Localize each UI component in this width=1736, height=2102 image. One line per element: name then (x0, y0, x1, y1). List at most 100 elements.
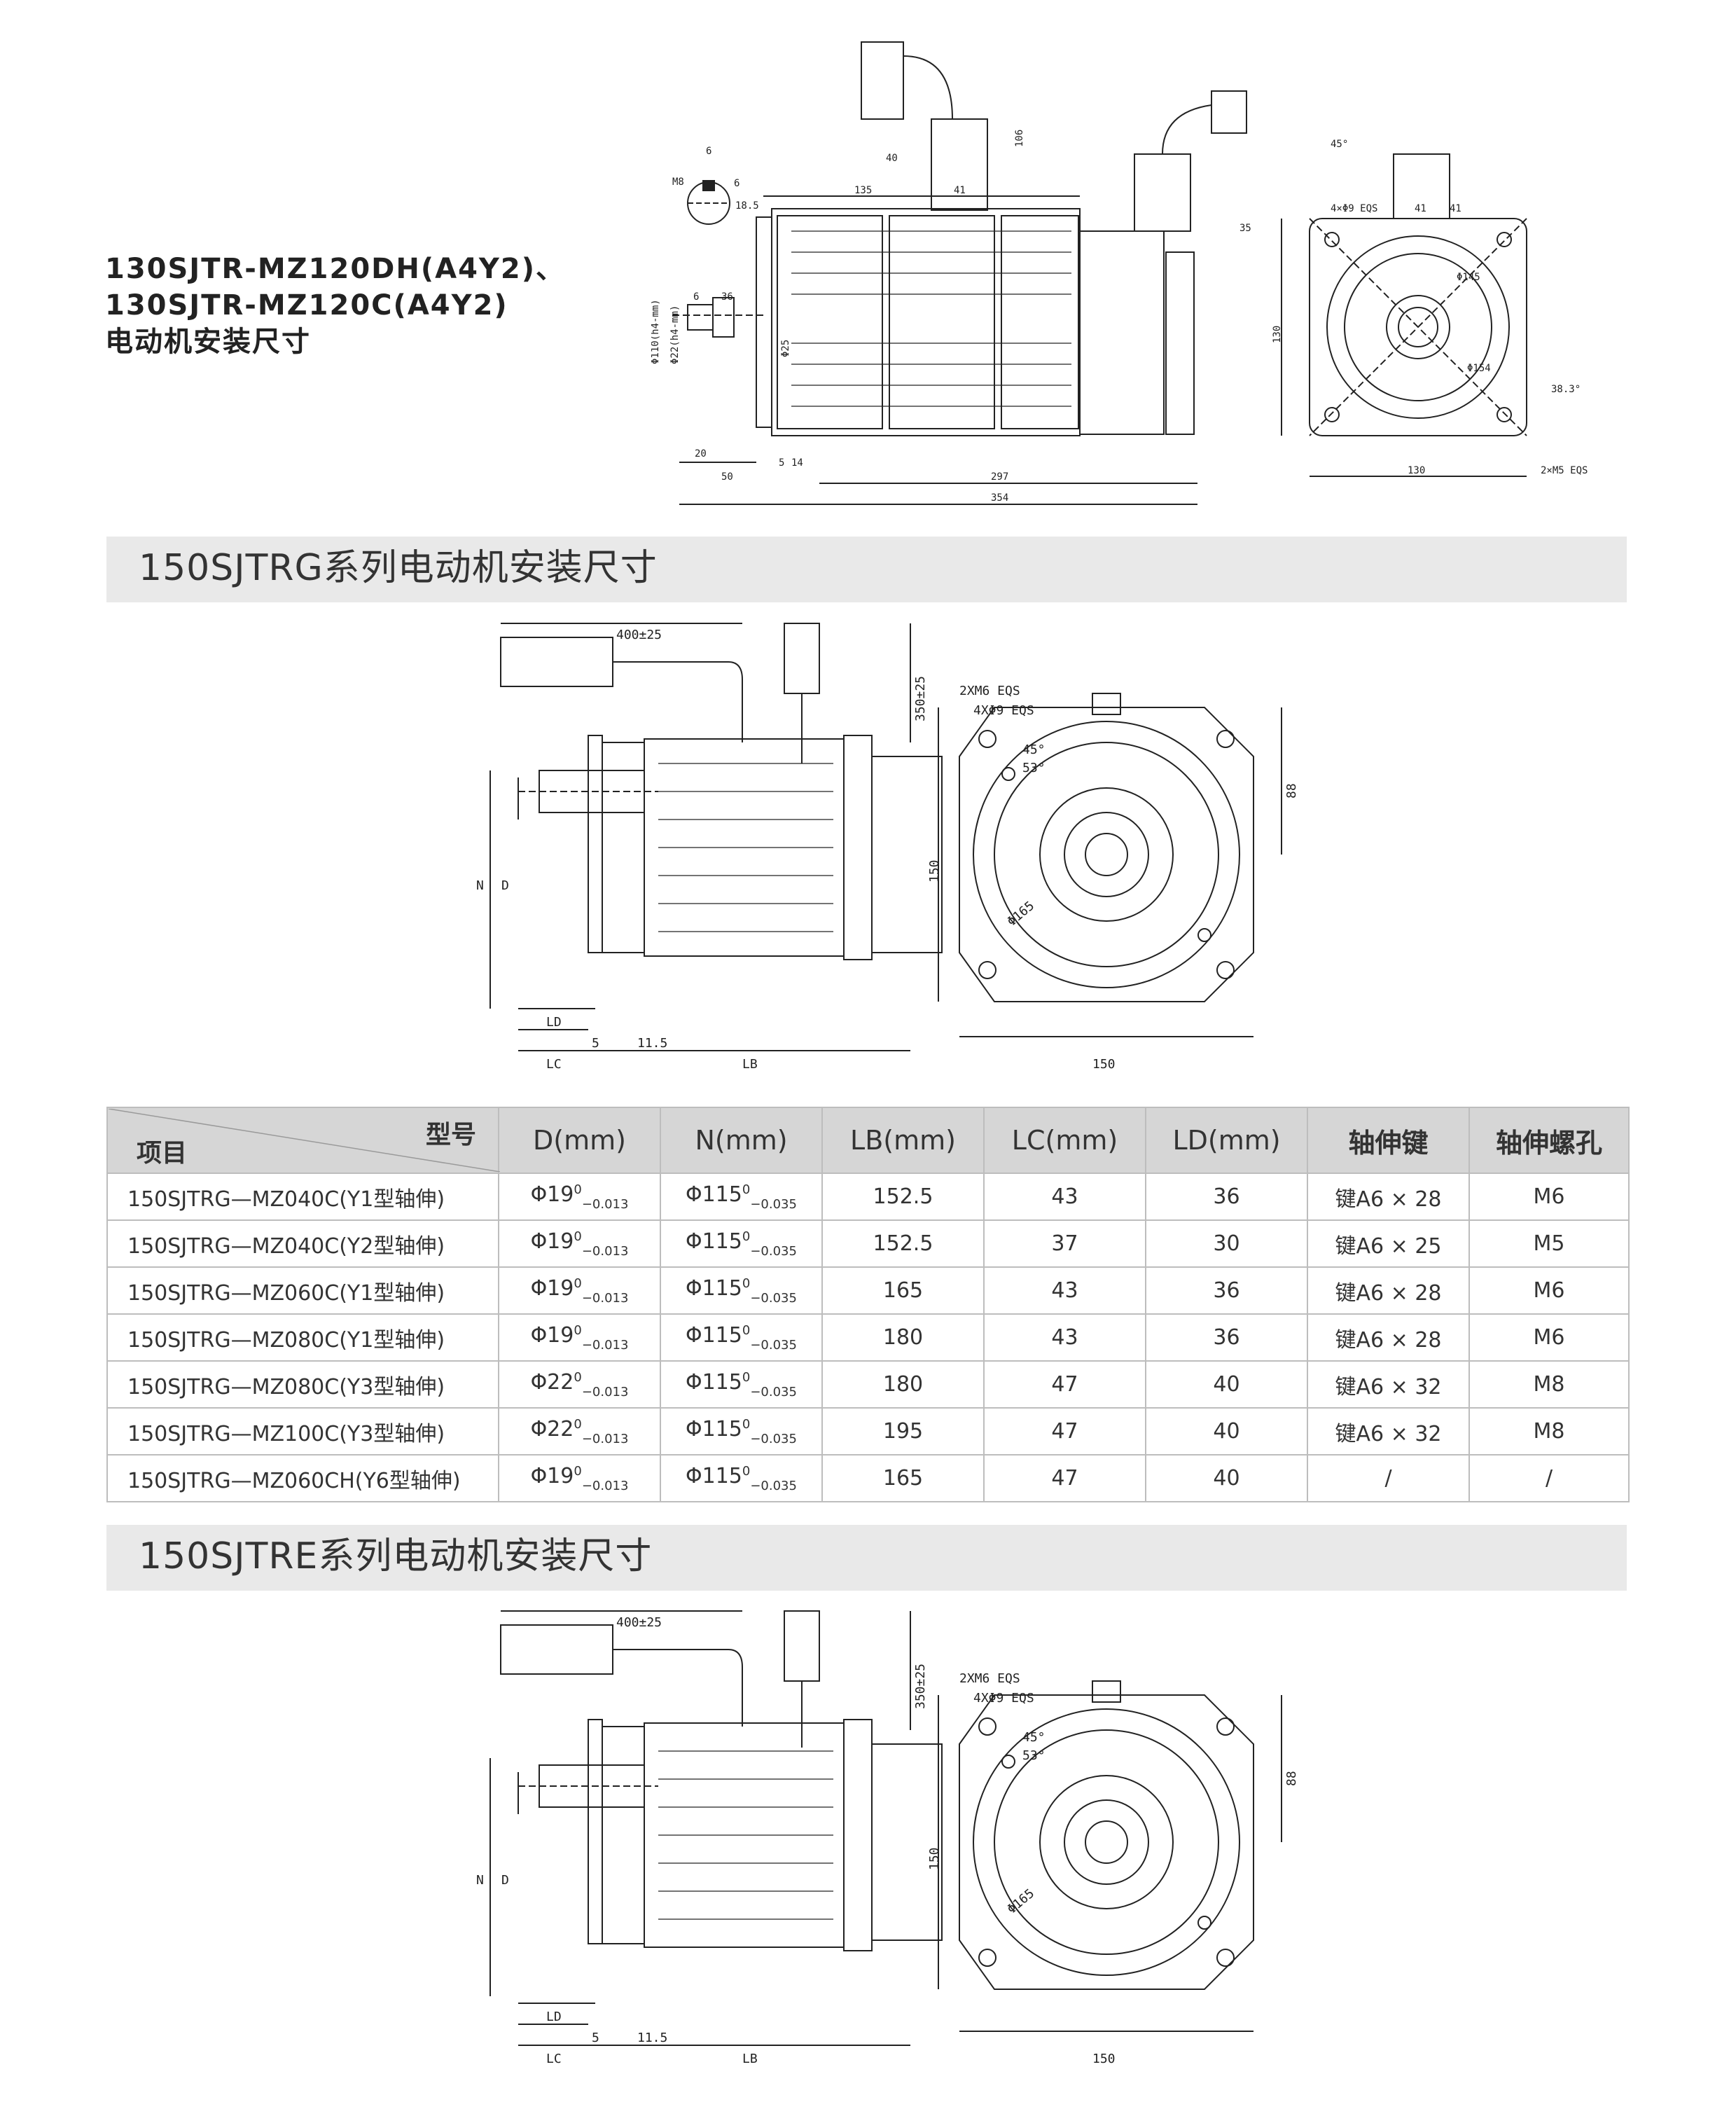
spec-table: 型号 项目 D(mm) N(mm) LB(mm) LC(mm) LD(mm) 轴… (106, 1107, 1630, 1502)
tol-sup: 0 (574, 1229, 582, 1244)
cell-d: Φ220−0.013 (498, 1407, 661, 1456)
dim-150g-5: 5 (592, 1036, 599, 1051)
dim-130-14: 35 (1239, 223, 1251, 234)
dim-150g-53: 53° (1022, 761, 1046, 775)
cell-n-value: Φ115 (686, 1369, 742, 1395)
cell-lb: 180 (821, 1313, 985, 1362)
cell-lc: 43 (983, 1173, 1146, 1221)
cell-ld: 40 (1145, 1454, 1308, 1502)
cell-d: Φ190−0.013 (498, 1219, 661, 1268)
cell-n: Φ1150−0.035 (660, 1173, 823, 1221)
dim-130-16: 50 (721, 471, 733, 483)
cell-d-value: Φ19 (530, 1322, 574, 1348)
cell-lb: 165 (821, 1454, 985, 1502)
dim-150g-150h: 150 (1092, 1057, 1116, 1072)
dim-150g-2xm6: 2XM6 EQS (959, 684, 1020, 698)
drawing-150e-motor: 400±25 350±25 N D LD 5 11.5 LC LB 2XM6 E… (476, 1610, 1299, 2066)
cell-model: 150SJTRG—MZ060CH(Y6型轴伸) (106, 1454, 499, 1502)
dim-130-19: 297 (991, 471, 1008, 483)
tol-sub: −0.035 (750, 1243, 797, 1259)
tol-sup: 0 (742, 1322, 751, 1338)
tol-sub: −0.035 (750, 1384, 797, 1399)
cell-key: 键A6 × 28 (1307, 1173, 1470, 1221)
dim-150g-400: 400±25 (616, 628, 662, 642)
dim-150e-115: 11.5 (637, 2031, 667, 2045)
dim-150g-150v: 150 (927, 859, 942, 883)
cell-key: 键A6 × 25 (1307, 1219, 1470, 1268)
dim-130-20: 354 (991, 492, 1008, 504)
tol-sup: 0 (574, 1182, 582, 1197)
dim-130-17: 5 (779, 457, 784, 469)
col-header: LB(mm) (821, 1107, 985, 1174)
dim-130-8: Φ25 (780, 340, 791, 357)
dim-130-6: Φ110(h4-mm) (651, 299, 661, 364)
dim-150e-150v: 150 (927, 1847, 942, 1870)
cell-d-value: Φ19 (530, 1463, 574, 1488)
col-header: 轴伸螺孔 (1468, 1107, 1630, 1174)
cell-d: Φ190−0.013 (498, 1266, 661, 1315)
dim-150e-lc: LC (546, 2052, 562, 2066)
cell-d-value: Φ19 (530, 1275, 574, 1301)
cell-n: Φ1150−0.035 (660, 1407, 823, 1456)
cell-lc: 47 (983, 1454, 1146, 1502)
dim-150g-ld: LD (546, 1015, 562, 1030)
dim-130-2: 18.5 (735, 200, 759, 212)
dim-150e-400: 400±25 (616, 1615, 662, 1630)
dim-130-13: 41 (1415, 203, 1426, 214)
dim-130-18: 14 (791, 457, 803, 469)
table-row: 150SJTRG—MZ060C(Y1型轴伸) Φ190−0.013 Φ1150−… (106, 1266, 1630, 1315)
table-corner-cell: 型号 项目 (106, 1107, 500, 1174)
dim-130-28: 130 (1408, 465, 1425, 476)
dim-150e-d: D (501, 1873, 509, 1888)
dim-130-3: 6 (734, 178, 739, 189)
dim-130-22: 4×Φ9 EQS (1331, 203, 1377, 214)
cell-d: Φ220−0.013 (498, 1360, 661, 1409)
dim-130-15: 20 (695, 448, 707, 459)
dim-150g-115: 11.5 (637, 1036, 667, 1051)
cell-n-value: Φ115 (686, 1463, 742, 1488)
table-row: 150SJTRG—MZ080C(Y1型轴伸) Φ190−0.013 Φ1150−… (106, 1313, 1630, 1362)
cell-lb: 195 (821, 1407, 985, 1456)
cell-n: Φ1150−0.035 (660, 1454, 823, 1502)
cell-lb: 180 (821, 1360, 985, 1409)
cell-key: 键A6 × 28 (1307, 1313, 1470, 1362)
cell-n-value: Φ115 (686, 1229, 742, 1254)
tol-sub: −0.013 (581, 1337, 629, 1353)
cell-d-value: Φ22 (530, 1369, 574, 1395)
cell-n: Φ1150−0.035 (660, 1219, 823, 1268)
cell-n: Φ1150−0.035 (660, 1266, 823, 1315)
table-row: 150SJTRG—MZ100C(Y3型轴伸) Φ220−0.013 Φ1150−… (106, 1407, 1630, 1456)
dim-130-5: 6 (693, 291, 699, 303)
cell-ld: 36 (1145, 1266, 1308, 1315)
cell-lc: 47 (983, 1407, 1146, 1456)
tol-sup: 0 (742, 1182, 751, 1197)
dim-150e-88: 88 (1284, 1771, 1299, 1786)
dim-130-4: 36 (721, 291, 733, 303)
dim-130-25: Φ154 (1467, 363, 1491, 374)
cell-hole: M6 (1468, 1173, 1630, 1221)
tol-sub: −0.013 (581, 1478, 629, 1493)
cell-key: 键A6 × 32 (1307, 1407, 1470, 1456)
cell-n-value: Φ115 (686, 1416, 742, 1441)
cell-ld: 36 (1145, 1173, 1308, 1221)
dim-150e-150h: 150 (1092, 2052, 1116, 2066)
corner-item-label: 项目 (137, 1139, 188, 1168)
dim-150e-5: 5 (592, 2031, 599, 2045)
table-row: 150SJTRG—MZ080C(Y3型轴伸) Φ220−0.013 Φ1150−… (106, 1360, 1630, 1409)
cell-hole: M5 (1468, 1219, 1630, 1268)
col-header: D(mm) (498, 1107, 661, 1174)
model-title: 130SJTR-MZ120DH(A4Y2)、 130SJTR-MZ120C(A4… (105, 251, 565, 360)
cell-n-value: Φ115 (686, 1322, 742, 1348)
cell-ld: 40 (1145, 1407, 1308, 1456)
dim-150e-350: 350±25 (913, 1664, 928, 1709)
tol-sub: −0.035 (750, 1337, 797, 1353)
section-header-e: 150SJTRE系列电动机安装尺寸 (106, 1525, 1627, 1591)
model-title-line2: 130SJTR-MZ120C(A4Y2) (105, 289, 508, 321)
table-row: 150SJTRG—MZ040C(Y1型轴伸) Φ190−0.013 Φ1150−… (106, 1173, 1630, 1221)
cell-lc: 47 (983, 1360, 1146, 1409)
dim-130-1: M8 (672, 177, 684, 188)
dim-150e-lb: LB (742, 2052, 758, 2066)
dim-130-23: 41 (1450, 203, 1461, 214)
table-header-row: 型号 项目 D(mm) N(mm) LB(mm) LC(mm) LD(mm) 轴… (106, 1107, 1630, 1174)
tol-sup: 0 (574, 1463, 582, 1479)
